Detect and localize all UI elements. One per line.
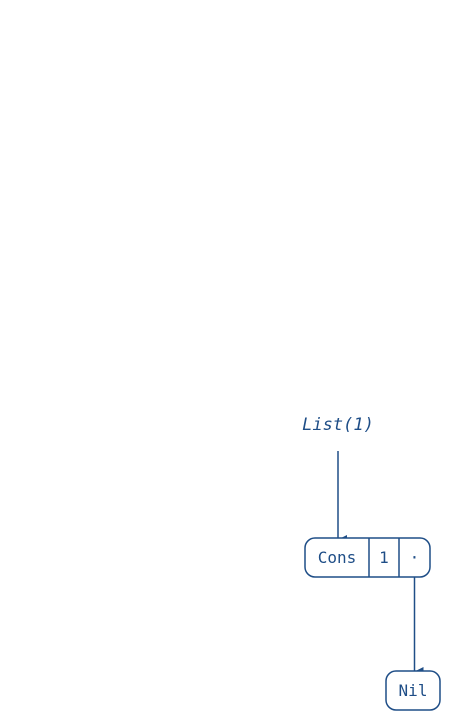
- cons-tail-pointer: ·: [410, 548, 420, 567]
- nil-constructor-label: Nil: [399, 681, 428, 700]
- cons-constructor-label: Cons: [318, 548, 357, 567]
- expression-label: List(1): [302, 415, 374, 435]
- nil-node: Nil: [385, 670, 441, 711]
- cons-head-value: 1: [379, 548, 389, 567]
- nil-node-box: [385, 670, 441, 711]
- cons-node: Cons 1 ·: [304, 537, 431, 578]
